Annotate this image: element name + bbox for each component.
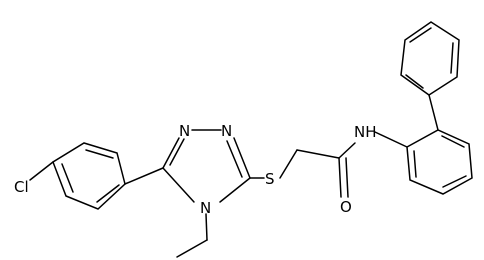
chlorophenyl-ring xyxy=(52,142,126,210)
bond-ar-cl xyxy=(29,161,54,181)
phenyl-ring xyxy=(400,21,460,96)
atom-n4-label: N xyxy=(200,199,211,217)
bond-nh-aryl xyxy=(374,131,408,148)
bond-n2-c3 xyxy=(233,137,251,179)
anilide-double-2 xyxy=(442,175,467,188)
chlorophenyl-double-3 xyxy=(96,184,120,203)
bond-c5-ar1 xyxy=(124,167,164,185)
anilide-double-1 xyxy=(441,135,465,148)
bond-c5-n1 xyxy=(162,137,180,169)
phenyl-double-3 xyxy=(450,42,454,74)
phenyl-double-1 xyxy=(405,74,424,89)
bond-ch2-co xyxy=(296,149,340,159)
atom-nh-label: NH xyxy=(354,123,377,141)
bond-co-nh xyxy=(338,142,356,159)
bond-c-o xyxy=(338,157,342,198)
bond-c5-n1-double xyxy=(169,138,185,166)
atom-cl-label: Cl xyxy=(14,178,29,196)
bond-s-ch2 xyxy=(279,149,298,179)
chlorophenyl-double-2 xyxy=(61,163,74,193)
bond-n2-c3-double xyxy=(226,140,243,178)
atom-n2-label: N xyxy=(221,122,232,140)
bond-biphenyl xyxy=(428,94,439,131)
phenyl-double-2 xyxy=(409,27,432,43)
atom-o-label: O xyxy=(340,198,352,216)
chlorophenyl-double-1 xyxy=(85,149,114,159)
bond-c-o-double xyxy=(345,157,349,198)
anilide-double-3 xyxy=(413,150,417,178)
atom-n1-label: N xyxy=(179,122,190,140)
anilide-ring xyxy=(406,129,473,195)
bond-n4-c5 xyxy=(162,167,195,203)
atom-s-label: S xyxy=(265,170,275,188)
bond-n4-ch2 xyxy=(205,213,208,241)
bond-ch2-ch3 xyxy=(176,239,208,258)
bond-c3-n4 xyxy=(219,177,251,203)
